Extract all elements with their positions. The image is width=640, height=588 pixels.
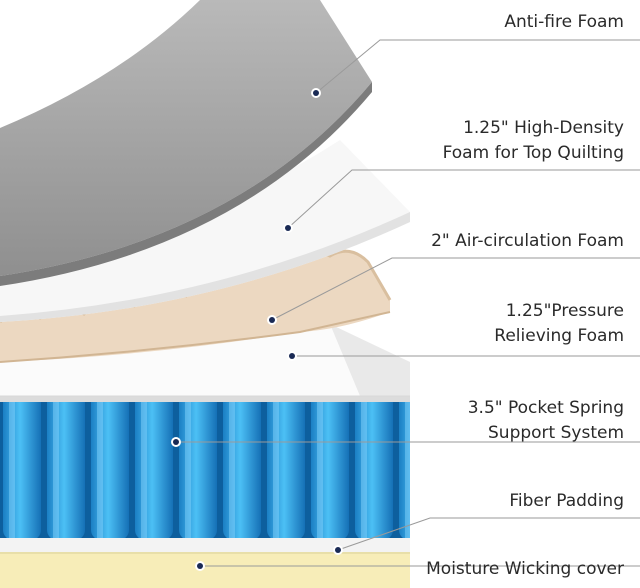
marker-dot: [283, 223, 293, 233]
marker-dot: [171, 437, 181, 447]
label-line: Relieving Foam: [494, 326, 624, 346]
leader-lines: [176, 39, 640, 567]
label-line: Anti-fire Foam: [504, 12, 624, 32]
label-anti-fire: Anti-fire Foam: [504, 10, 624, 35]
label-line: Support System: [488, 423, 624, 443]
leader-anti-fire: [315, 39, 640, 94]
marker-dot: [267, 315, 277, 325]
label-line: 2" Air-circulation Foam: [431, 231, 624, 251]
label-line: 1.25" High-Density: [463, 118, 624, 138]
marker-dot: [311, 88, 321, 98]
label-line: 1.25"Pressure: [505, 301, 624, 321]
fiber-padding-layer: [0, 536, 410, 552]
label-line: Moisture Wicking cover: [426, 559, 624, 579]
label-air-circulation: 2" Air-circulation Foam: [431, 229, 624, 254]
label-pressure-relieving: 1.25"Pressure Relieving Foam: [494, 299, 624, 349]
label-line: Foam for Top Quilting: [442, 143, 624, 163]
label-fiber-padding: Fiber Padding: [509, 489, 624, 514]
leader-fiber-padding: [337, 517, 640, 551]
marker-dot: [195, 561, 205, 571]
label-top-quilting: 1.25" High-Density Foam for Top Quilting: [443, 116, 624, 166]
moisture-wicking-cover-layer: [0, 548, 410, 588]
label-pocket-spring: 3.5" Pocket Spring Support System: [468, 396, 624, 446]
leader-top-quilting: [287, 169, 640, 229]
label-moisture-wicking: Moisture Wicking cover: [426, 557, 624, 582]
anti-fire-foam-layer: [0, 0, 372, 286]
layer-markers: [171, 88, 343, 571]
label-line: 3.5" Pocket Spring: [467, 398, 624, 418]
marker-dot: [287, 351, 297, 361]
pocket-spring-layer: [0, 394, 410, 538]
leader-air-circulation: [271, 257, 640, 321]
label-line: Fiber Padding: [509, 491, 624, 511]
marker-dot: [333, 545, 343, 555]
top-quilting-foam-layer: [0, 140, 410, 322]
